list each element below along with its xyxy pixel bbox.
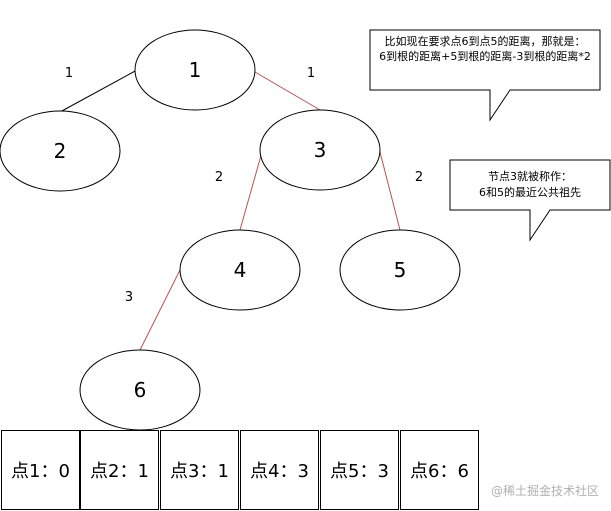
node-label-5: 5 [394,258,407,282]
callout-lca-line-2: 6和5的最近公共祖先 [479,185,581,199]
callout-lca [449,159,611,242]
edge-3-4 [239,151,263,231]
edge-label-3-5: 2 [415,170,423,185]
tree-node-2 [0,110,121,192]
callout-distance-line-1: 比如现在要求点6到点5的距离，那就是： [385,34,586,48]
node-label-3: 3 [314,138,327,162]
edge-1-2 [59,69,138,113]
distance-cell-5: 点5：3 [320,430,399,510]
distance-cell-3: 点3：1 [160,430,239,510]
watermark: @稀土掘金技术社区 [490,484,599,498]
tree-node-5 [339,229,461,311]
tree-node-1 [134,29,256,111]
edge-4-6 [139,269,181,351]
distance-cell-4: 点4：3 [240,430,319,510]
edge-label-1-2: 1 [65,66,73,81]
distance-cell-1: 点1：0 [1,430,80,510]
edge-3-5 [379,151,401,231]
node-label-1: 1 [189,58,202,82]
edge-1-3 [254,71,321,111]
node-label-6: 6 [134,378,147,402]
callout-distance [369,29,601,122]
tree-node-4 [179,229,301,311]
node-label-4: 4 [234,258,247,282]
distance-cell-6: 点6：6 [400,430,479,510]
edge-label-3-4: 2 [215,170,223,185]
edge-label-1-3: 1 [307,66,315,81]
callout-lca-line-1: 节点3就被称作： [488,169,572,183]
node-label-2: 2 [54,139,67,163]
edge-label-4-6: 3 [125,290,133,305]
tree-node-3 [259,109,381,191]
callout-distance-line-2: 6到根的距离+5到根的距离-3到根的距离*2 [379,49,591,63]
distance-cell-2: 点2：1 [80,430,159,510]
